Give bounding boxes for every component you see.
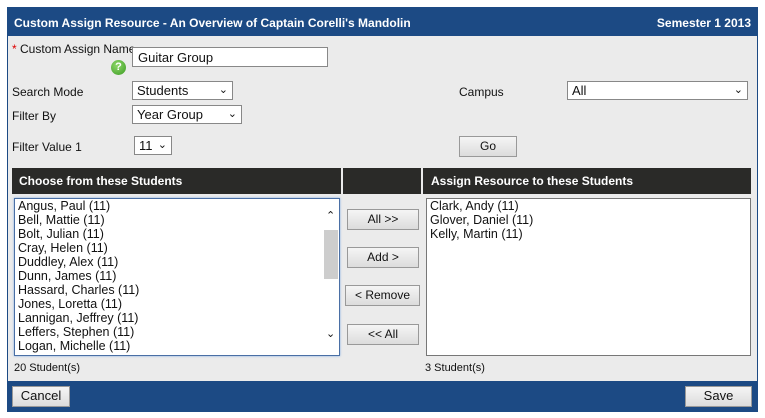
available-items: Angus, Paul (11)Bell, Mattie (11)Bolt, J…	[18, 199, 339, 353]
actions-header	[343, 168, 421, 194]
list-item[interactable]: Kelly, Martin (11)	[430, 227, 523, 241]
scroll-down-icon[interactable]: ⌄	[326, 328, 336, 340]
list-item[interactable]: Leffers, Stephen (11)	[18, 325, 135, 339]
list-item[interactable]: Bolt, Julian (11)	[18, 227, 104, 241]
remove-button[interactable]: < Remove	[345, 285, 420, 306]
scrollbar[interactable]: ⌃ ⌄	[323, 199, 339, 355]
available-count: 20 Student(s)	[14, 362, 81, 374]
remove-all-button[interactable]: << All	[347, 324, 419, 345]
required-mark: *	[12, 42, 17, 56]
list-item[interactable]: Cray, Helen (11)	[18, 241, 108, 255]
assigned-header: Assign Resource to these Students	[423, 168, 751, 194]
custom-assign-name-input[interactable]: Guitar Group	[132, 47, 328, 67]
custom-assign-panel: Custom Assign Resource - An Overview of …	[7, 7, 758, 412]
available-students-list[interactable]: Angus, Paul (11)Bell, Mattie (11)Bolt, J…	[14, 198, 340, 356]
list-item[interactable]: Clark, Andy (11)	[430, 199, 519, 213]
search-mode-select[interactable]: Students ⌄	[132, 81, 233, 100]
go-button[interactable]: Go	[459, 136, 517, 157]
save-button[interactable]: Save	[685, 386, 752, 407]
list-item[interactable]: Glover, Daniel (11)	[430, 213, 534, 227]
filter-value-select[interactable]: 11 ⌄	[134, 136, 172, 155]
available-header: Choose from these Students	[12, 168, 341, 194]
filter-value-label: Filter Value 1	[12, 140, 82, 154]
list-item[interactable]: Logan, Michelle (11)	[18, 339, 131, 353]
semester-label: Semester 1 2013	[656, 16, 751, 30]
assigned-items: Clark, Andy (11)Glover, Daniel (11)Kelly…	[430, 199, 750, 241]
list-item[interactable]: Hassard, Charles (11)	[18, 283, 140, 297]
assigned-students-list[interactable]: Clark, Andy (11)Glover, Daniel (11)Kelly…	[426, 198, 751, 356]
filter-value: 11	[139, 138, 153, 153]
filter-by-select[interactable]: Year Group ⌄	[132, 105, 242, 124]
filter-by-value: Year Group	[137, 107, 204, 122]
scrollbar-thumb[interactable]	[324, 230, 338, 279]
footer-bar: Cancel Save	[8, 381, 757, 411]
list-item[interactable]: Dunn, James (11)	[18, 269, 117, 283]
filter-by-label: Filter By	[12, 109, 57, 123]
cancel-button[interactable]: Cancel	[12, 386, 70, 407]
list-item[interactable]: Jones, Loretta (11)	[18, 297, 122, 311]
add-all-button[interactable]: All >>	[347, 209, 419, 230]
name-label-text: Custom Assign Name	[20, 42, 136, 56]
list-item[interactable]: Lannigan, Jeffrey (11)	[18, 311, 139, 325]
panel-header: Custom Assign Resource - An Overview of …	[8, 8, 757, 36]
chevron-down-icon: ⌄	[733, 84, 743, 96]
list-item[interactable]: Duddley, Alex (11)	[18, 255, 119, 269]
assigned-count: 3 Student(s)	[425, 362, 485, 374]
search-mode-label: Search Mode	[12, 85, 84, 99]
chevron-down-icon: ⌄	[227, 108, 237, 120]
campus-select[interactable]: All ⌄	[567, 81, 748, 100]
chevron-down-icon: ⌄	[218, 84, 228, 96]
add-button[interactable]: Add >	[347, 247, 419, 268]
help-icon[interactable]: ?	[111, 60, 126, 75]
scroll-up-icon[interactable]: ⌃	[326, 210, 336, 222]
campus-value: All	[572, 83, 587, 98]
chevron-down-icon: ⌄	[157, 139, 167, 151]
search-mode-value: Students	[137, 83, 189, 98]
panel-title: Custom Assign Resource - An Overview of …	[14, 16, 411, 30]
list-item[interactable]: Bell, Mattie (11)	[18, 213, 105, 227]
campus-label: Campus	[459, 85, 504, 99]
list-item[interactable]: Angus, Paul (11)	[18, 199, 111, 213]
name-label: * Custom Assign Name	[12, 42, 135, 56]
